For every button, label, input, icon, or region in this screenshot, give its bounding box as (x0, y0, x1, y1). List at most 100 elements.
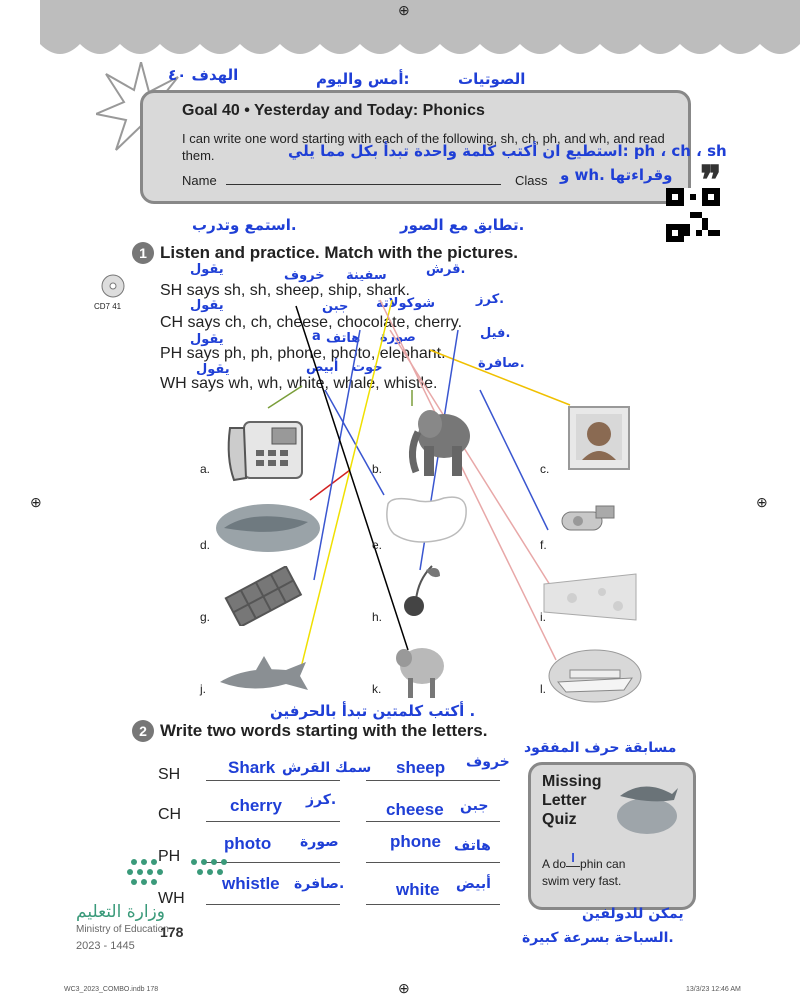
quiz-arabic-title: مسابقة حرف المفقود (524, 740, 677, 756)
elephant-icon[interactable] (404, 402, 480, 482)
picture-label-c: c. (540, 462, 550, 476)
cd-icon[interactable] (98, 274, 128, 300)
picture-label-a: a. (200, 462, 211, 476)
row-label-ch: CH (158, 806, 182, 823)
answer-sh-2-arabic: خروف (466, 754, 510, 770)
quiz-title: Missing Letter Quiz (542, 772, 602, 829)
ann-cherry: كرز. (476, 292, 505, 307)
missing-letter-quiz-box (528, 762, 696, 910)
ministry-name-english: Ministry of Education (76, 924, 169, 935)
quiz-arabic-answer-1: يمكن للدولفين (582, 906, 684, 922)
ann-phone: هاتف (326, 331, 361, 346)
underline-wh-2 (366, 904, 500, 905)
phone-icon[interactable] (222, 408, 308, 484)
goal-description: I can write one word starting with each … (182, 131, 665, 163)
arabic-goal-number: الهدف ٤٠ (168, 66, 239, 84)
section2-number: 2 (132, 720, 154, 742)
row-label-wh: WH (158, 890, 185, 907)
picture-label-g: g. (200, 610, 211, 624)
whistle-icon[interactable] (556, 500, 618, 540)
match-line-cheese (389, 329, 551, 586)
picture-label-l: l. (540, 682, 546, 696)
underline-ch-2 (366, 821, 500, 822)
picture-label-e: e. (372, 538, 383, 552)
answer-ch-1-arabic: كرز. (306, 792, 337, 808)
match-line-whistle (479, 389, 549, 531)
answer-ch-1[interactable]: cherry (230, 796, 282, 815)
ministry-year: 2023 - 1445 (76, 940, 135, 952)
picture-label-d: d. (200, 538, 211, 552)
underline-wh-1 (206, 904, 340, 905)
whale-icon[interactable] (212, 498, 322, 558)
ministry-logo-icon (127, 859, 227, 885)
sheep-icon[interactable] (392, 638, 448, 702)
goal-title: Goal 40 • Yesterday and Today: Phonics (182, 102, 485, 119)
section1-number: 1 (132, 242, 154, 264)
picture-label-i: i. (540, 610, 546, 624)
ann-cheese: جبن (322, 299, 349, 314)
section2-instruction: Write two words starting with the letter… (160, 721, 488, 740)
cheese-icon[interactable] (542, 572, 638, 624)
class-label: Class (514, 173, 548, 188)
ann-says-4: يقول (196, 362, 230, 377)
ann-elephant: فيل. (480, 326, 511, 341)
answer-wh-2[interactable]: white (396, 880, 440, 899)
goal-arabic-overlay-2: و wh. وقراءتها (560, 166, 673, 184)
shark-icon[interactable] (216, 652, 312, 702)
quiz-sentence-post: phin can (580, 857, 626, 871)
chocolate-icon[interactable] (220, 566, 304, 626)
quiz-title-line2: Letter (542, 792, 587, 809)
ann-whistle: صافرة. (478, 356, 525, 371)
ministry-name-arabic: وزارة التعليم (76, 902, 165, 922)
section2-heading: 2 Write two words starting with the lette… (132, 720, 487, 742)
page-number: 178 (160, 924, 184, 940)
row-label-ph: PH (158, 848, 181, 865)
match-line-shark (297, 299, 393, 681)
white-shape-icon[interactable] (384, 494, 470, 546)
answer-sh-1-arabic: سمك القرش (282, 760, 372, 776)
ship-icon[interactable] (548, 648, 642, 704)
answer-ph-1-arabic: صورة (300, 834, 339, 850)
quiz-missing-letter[interactable]: l (566, 850, 581, 867)
name-row: Name Class (182, 172, 547, 188)
answer-wh-1-arabic: صافرة. (294, 876, 345, 892)
answer-ph-2[interactable]: phone (390, 832, 441, 851)
match-line-white (324, 389, 385, 496)
picture-label-f: f. (540, 538, 547, 552)
registration-mark-icon: ⊕ (30, 494, 42, 510)
underline-ph-1 (206, 862, 340, 863)
photo-icon[interactable] (568, 406, 630, 470)
ann-says-3: يقول (190, 332, 224, 347)
quiz-arabic-answer-2: السباحة بسرعة كبيرة. (522, 930, 674, 946)
name-field[interactable] (226, 172, 502, 185)
ann-sheep: خروف (284, 268, 325, 283)
section1-arabic-left: استمع وتدرب. (192, 216, 297, 234)
dolphin-icon (617, 786, 678, 834)
answer-ph-1[interactable]: photo (224, 834, 272, 853)
quiz-title-line1: Missing (542, 773, 602, 790)
qr-code-icon[interactable] (666, 188, 720, 242)
cherry-icon[interactable] (396, 560, 444, 620)
answer-sh-1[interactable]: Shark (228, 758, 276, 777)
registration-mark-icon: ⊕ (756, 494, 768, 510)
goal-box (140, 90, 691, 204)
answer-wh-1[interactable]: whistle (222, 874, 280, 893)
match-line-ship (379, 299, 557, 661)
ann-says-1: يقول (190, 262, 224, 277)
quiz-sentence-pre: A do (542, 857, 567, 871)
underline-ch-1 (206, 821, 340, 822)
underline-sh-2 (366, 780, 500, 781)
answer-sh-2[interactable]: sheep (396, 758, 446, 777)
answer-wh-2-arabic: أبيض (456, 876, 491, 892)
underline-ph-2 (366, 862, 500, 863)
phonics-line-wh: WH says wh, wh, white, whale, whistle. (160, 375, 438, 392)
name-label: Name (182, 173, 217, 188)
answer-ch-2[interactable]: cheese (386, 800, 444, 819)
match-line-phone (267, 385, 303, 409)
top-banner (40, 0, 800, 54)
section1-arabic-right: تطابق مع الصور. (400, 216, 525, 234)
ann-ship: سفينة (346, 268, 387, 283)
answer-ch-2-arabic: جبن (460, 798, 489, 814)
quiz-sentence-line2: swim very fast. (542, 874, 622, 888)
